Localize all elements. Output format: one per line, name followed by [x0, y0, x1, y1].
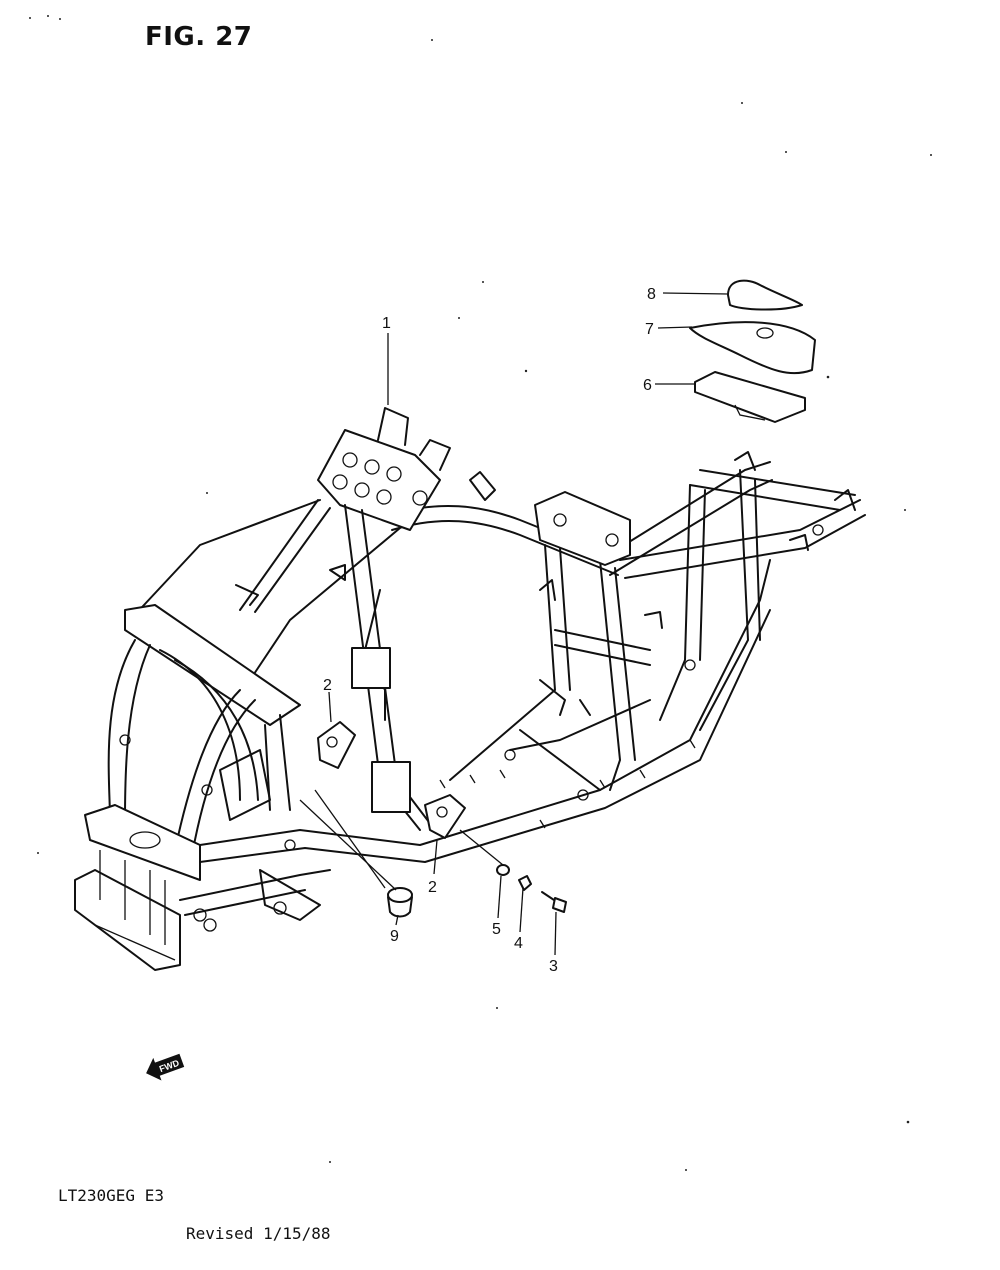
- part-6-tray: [694, 371, 806, 423]
- callout-8: 8: [647, 286, 656, 303]
- callout-4: 4: [514, 935, 523, 952]
- callout-6: 6: [643, 377, 652, 394]
- callout-3: 3: [549, 958, 558, 975]
- revision-date: Revised 1/15/88: [186, 1224, 331, 1243]
- fwd-arrow-icon: FWD: [146, 1053, 185, 1081]
- leader-lines: [299, 292, 729, 956]
- callout-7: 7: [645, 321, 654, 338]
- figure-title: FIG. 27: [145, 22, 253, 52]
- part-3-bolt: [541, 891, 567, 913]
- part-5-washer: [496, 864, 510, 876]
- callout-9: 9: [390, 928, 399, 945]
- part-4-nut: [518, 875, 532, 891]
- part-8-pad: [727, 279, 803, 311]
- model-code: LT230GEG E3: [58, 1186, 164, 1205]
- callout-2-lower: 2: [428, 879, 437, 896]
- part-9-grommet: [387, 887, 413, 918]
- frame-assembly: [74, 407, 866, 971]
- scan-specks: [29, 15, 932, 1171]
- part-7-cover: [689, 321, 816, 375]
- callout-2-upper: 2: [323, 677, 332, 694]
- callout-1: 1: [382, 315, 391, 332]
- callout-5: 5: [492, 921, 501, 938]
